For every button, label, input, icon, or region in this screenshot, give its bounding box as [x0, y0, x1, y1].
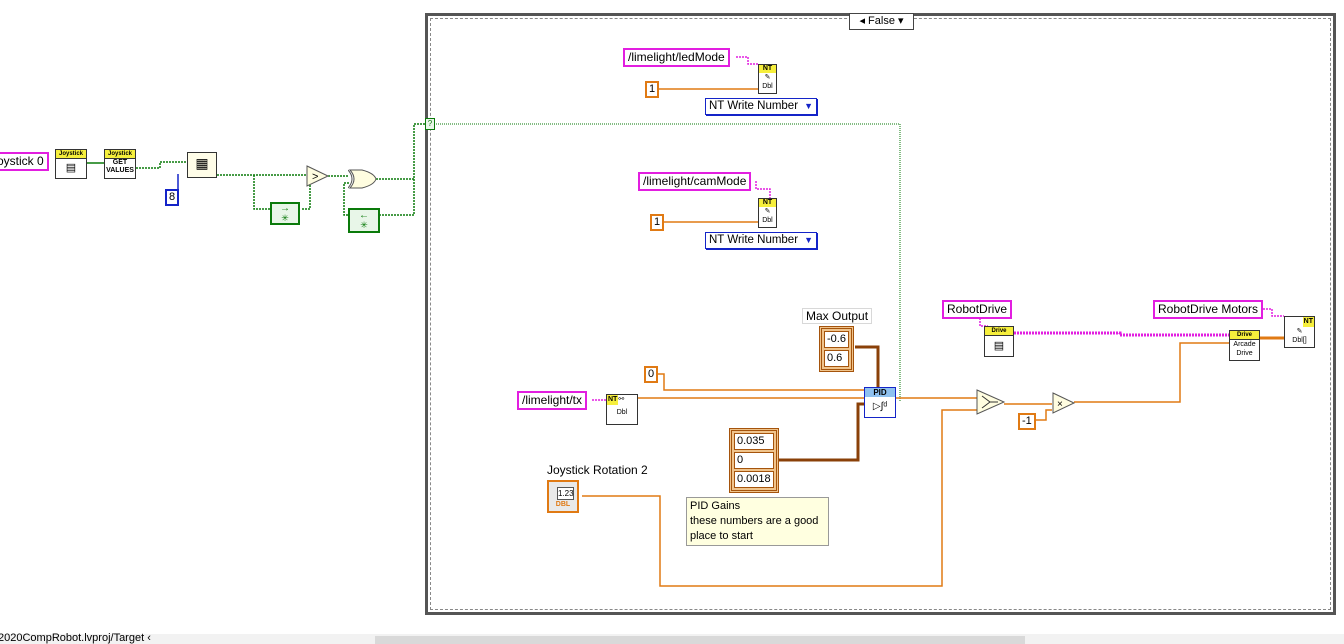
- gain-kp[interactable]: 0.035: [734, 433, 774, 450]
- xor-node[interactable]: [348, 169, 378, 189]
- arcade-drive-vi[interactable]: Drive Arcade Drive: [1229, 330, 1260, 361]
- nt-label: NT: [759, 65, 776, 73]
- init-icon: ✳: [360, 220, 368, 230]
- nt-write-array-vi[interactable]: NT ✎ Dbl[]: [1284, 316, 1315, 348]
- numeric-icon: 1.23: [557, 487, 574, 500]
- array-index-icon: ▦: [195, 155, 209, 171]
- index-array-node[interactable]: ▦: [187, 152, 217, 178]
- arcade-drive-title: Drive: [1230, 331, 1259, 340]
- glasses-icon: ⚯: [618, 396, 625, 403]
- pid-gains-array[interactable]: 0.035 0 0.0018: [729, 428, 779, 493]
- pid-vi[interactable]: PID ▷∫ᵈ: [864, 387, 896, 418]
- nt-write-vi-2[interactable]: NT ✎ Dbl: [758, 198, 777, 228]
- document-icon: ▤: [65, 162, 77, 174]
- max-output-max[interactable]: 0.6: [824, 350, 849, 367]
- arrow-left-icon: ←: [359, 210, 369, 221]
- nt-read-vi[interactable]: NT⚯ Dbl: [606, 394, 638, 425]
- greater-than-node[interactable]: >: [306, 165, 330, 187]
- pencil-icon: ✎: [764, 208, 771, 215]
- arcade-drive-line1: Arcade: [1233, 341, 1256, 348]
- robot-drive-label[interactable]: RobotDrive: [942, 300, 1013, 319]
- joystick-open-title: Joystick: [56, 150, 86, 159]
- init-icon: ✳: [281, 213, 289, 223]
- project-path-text: 2020CompRobot.lvproj/Target: [0, 632, 145, 644]
- gain-kd[interactable]: 0.0018: [734, 471, 774, 488]
- ring-2-text: NT Write Number: [709, 234, 799, 246]
- get-values-title: Joystick: [105, 150, 135, 159]
- pid-vi-title: PID: [865, 388, 895, 397]
- dbl-label: Dbl: [762, 83, 773, 90]
- chevron-down-icon: ▼: [804, 235, 814, 245]
- nt-label: NT: [759, 199, 776, 207]
- integral-derivative-icon: ▷∫ᵈ: [872, 401, 888, 412]
- led-mode-path[interactable]: /limelight/ledMode: [623, 48, 730, 67]
- document-icon: ▤: [993, 340, 1005, 352]
- case-selector[interactable]: ◂ False ▾: [849, 13, 914, 30]
- joystick-rotation-label: Joystick Rotation 2: [547, 463, 648, 477]
- horizontal-scrollbar[interactable]: [375, 636, 1025, 644]
- select-node[interactable]: [976, 389, 1006, 415]
- case-prev-icon[interactable]: ◂: [859, 15, 865, 27]
- robot-drive-motors-label[interactable]: RobotDrive Motors: [1153, 300, 1264, 319]
- type-label: DBL: [555, 501, 571, 508]
- joystick-rotation-control[interactable]: 1.23 DBL: [547, 480, 579, 513]
- index-constant[interactable]: 8: [165, 189, 180, 206]
- multiply-node[interactable]: ×: [1052, 392, 1076, 414]
- arcade-drive-line2: Drive: [1236, 350, 1253, 357]
- pid-gains-comment: PID Gains these numbers are a good place…: [686, 497, 829, 546]
- feedback-node-1[interactable]: → ✳: [270, 202, 300, 225]
- pencil-icon: ✎: [764, 74, 771, 81]
- arrow-right-icon: →: [280, 203, 290, 214]
- nt-label: NT: [1302, 317, 1314, 327]
- max-output-array[interactable]: -0.6 0.6: [819, 326, 854, 372]
- max-output-label: Max Output: [802, 308, 873, 324]
- cam-mode-value[interactable]: 1: [650, 214, 665, 231]
- dbl-array-label: Dbl[]: [1292, 337, 1307, 344]
- pencil-icon: ✎: [1296, 328, 1303, 335]
- robot-drive-open-vi[interactable]: Drive ▤: [984, 326, 1014, 357]
- svg-text:>: >: [312, 171, 318, 183]
- led-mode-value[interactable]: 1: [645, 81, 660, 98]
- nt-write-number-ring-1[interactable]: NT Write Number ▼: [705, 98, 818, 115]
- project-path: 2020CompRobot.lvproj/Target ‹: [0, 633, 151, 644]
- ring-1-text: NT Write Number: [709, 100, 799, 112]
- nt-write-vi-1[interactable]: NT ✎ Dbl: [758, 64, 777, 94]
- feedback-node-2[interactable]: ← ✳: [348, 208, 380, 233]
- negate-constant[interactable]: -1: [1018, 413, 1036, 430]
- case-selector-terminal[interactable]: ?: [425, 118, 435, 130]
- dbl-label: Dbl: [616, 409, 628, 416]
- gain-ki[interactable]: 0: [734, 452, 774, 469]
- get-values-line2: VALUES: [106, 167, 134, 174]
- max-output-min[interactable]: -0.6: [824, 331, 849, 348]
- chevron-left-icon[interactable]: ‹: [147, 632, 151, 644]
- svg-text:×: ×: [1057, 399, 1063, 410]
- drive-vi-title: Drive: [985, 327, 1013, 336]
- setpoint-constant[interactable]: 0: [644, 366, 659, 383]
- nt-write-number-ring-2[interactable]: NT Write Number ▼: [705, 232, 818, 249]
- dbl-label: Dbl: [762, 217, 773, 224]
- cam-mode-path[interactable]: /limelight/camMode: [638, 172, 752, 191]
- joystick-get-values-vi[interactable]: Joystick GET VALUES: [104, 149, 136, 179]
- tx-path[interactable]: /limelight/tx: [517, 391, 588, 410]
- joystick-label[interactable]: Joystick 0: [0, 152, 49, 171]
- case-dropdown-icon[interactable]: ▾: [898, 15, 904, 27]
- case-selector-value: False: [868, 15, 895, 27]
- get-values-line1: GET: [112, 159, 128, 166]
- joystick-open-vi[interactable]: Joystick ▤: [55, 149, 87, 179]
- nt-label: NT: [607, 395, 619, 405]
- chevron-down-icon: ▼: [804, 101, 814, 111]
